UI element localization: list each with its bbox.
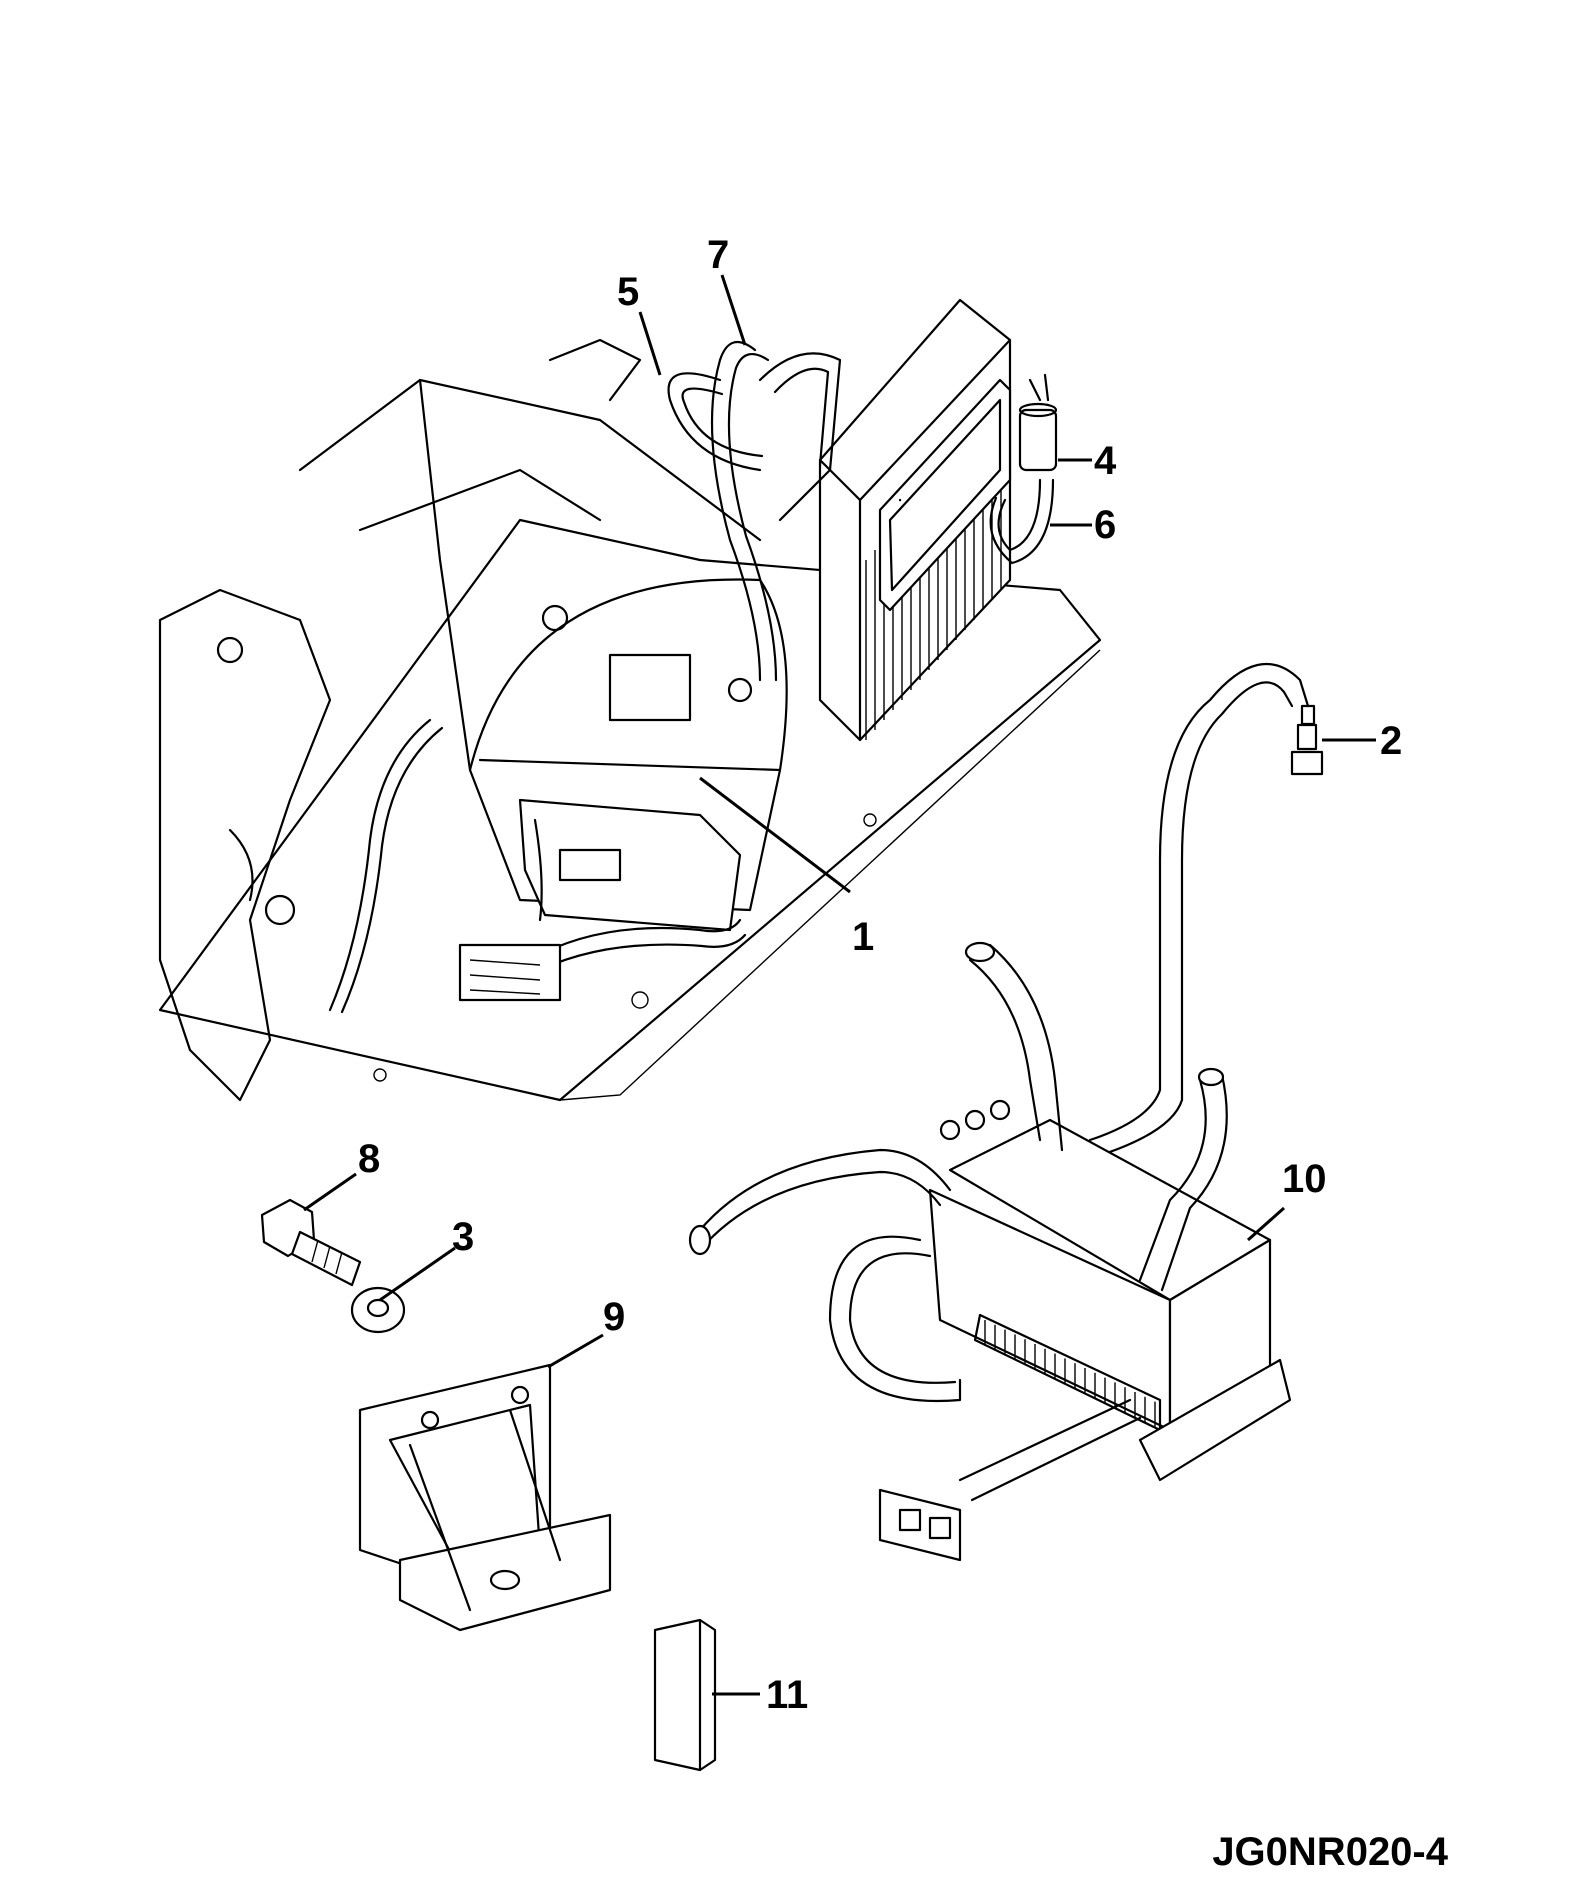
bolt-8: [260, 1198, 362, 1287]
hose-7: [710, 340, 778, 682]
callout-2: 2: [1380, 719, 1402, 763]
heater-supply-hose: [1088, 663, 1310, 1158]
bracket-9: [358, 1363, 612, 1632]
leader-lines: [303, 274, 1376, 1696]
figure-id: JG0NR020-4: [1212, 1830, 1448, 1874]
callout-4: 4: [1094, 439, 1117, 483]
receiver-drier-4: [1018, 373, 1058, 472]
hose-5: [667, 372, 764, 472]
heater-unit-10: [688, 941, 1292, 1562]
callout-11: 11: [766, 1673, 808, 1717]
callout-9: 9: [603, 1295, 625, 1339]
washer-3: [350, 1286, 406, 1334]
callout-6: 6: [1094, 503, 1116, 547]
hose-6: [989, 478, 1055, 565]
callout-10: 10: [1282, 1157, 1327, 1201]
callout-5: 5: [617, 270, 639, 314]
callouts: 1 2 3 4 5 6 7 8 9 10 11: [358, 233, 1402, 1717]
callout-3: 3: [452, 1215, 474, 1259]
callout-7: 7: [707, 233, 729, 277]
condenser-radiator: [758, 298, 1012, 742]
callout-8: 8: [358, 1137, 380, 1181]
machine-frame: [158, 338, 1102, 1102]
fitting-2: [1290, 704, 1324, 776]
callout-1: 1: [852, 915, 874, 959]
cap-11: [653, 1618, 717, 1772]
